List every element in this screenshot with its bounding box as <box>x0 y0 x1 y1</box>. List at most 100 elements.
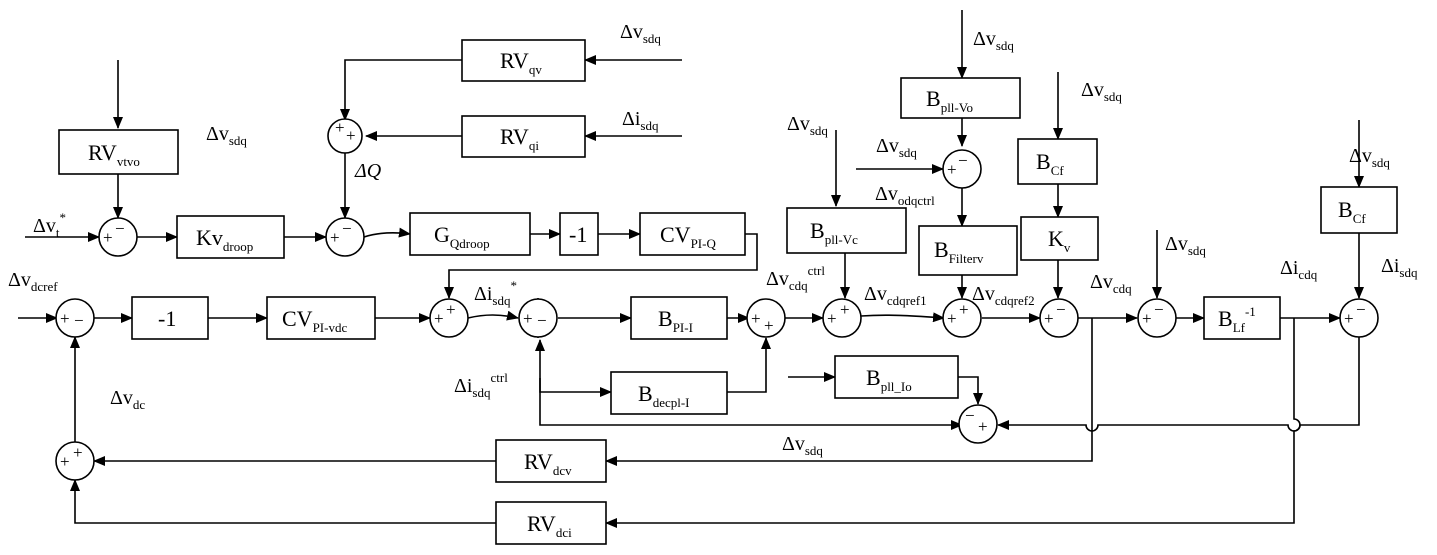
svg-text:BLf-1: BLf-1 <box>1218 304 1256 335</box>
svg-text:Bdecpl-I: Bdecpl-I <box>638 381 690 410</box>
block-rv-dcv: RVdcv <box>495 439 607 483</box>
block-gain-neg-one-q: -1 <box>559 212 599 256</box>
svg-text:Bpll-Vo: Bpll-Vo <box>926 86 973 115</box>
svg-text:GQdroop: GQdroop <box>434 222 490 251</box>
svg-text:-1: -1 <box>158 306 176 331</box>
label-di-sdq: Δisdq <box>1381 255 1418 280</box>
block-main: RV <box>500 48 529 73</box>
block-rv-dci: RVdci <box>495 501 607 545</box>
sum-junction-i-ref: + + <box>429 298 469 338</box>
svg-text:Kv: Kv <box>1048 226 1071 255</box>
sum-junction-is: + − <box>1339 298 1379 338</box>
svg-text:BFilterv: BFilterv <box>934 237 984 266</box>
block-b-lf-inverse: BLf-1 <box>1203 296 1281 340</box>
label-dv-dc: Δvdc <box>110 387 145 412</box>
svg-text:RVdcv: RVdcv <box>524 449 572 478</box>
svg-text:−: − <box>1154 300 1164 319</box>
block-gain-neg-one-dc: -1 <box>131 296 209 340</box>
label-dv-sdq: Δvsdq <box>876 135 917 160</box>
svg-text:+: + <box>60 309 70 328</box>
svg-text:-1: -1 <box>569 222 587 247</box>
label-dv-sdq: Δvsdq <box>787 113 828 138</box>
svg-text:+: + <box>1044 309 1054 328</box>
sum-junction-vc-err: + − <box>1039 298 1079 338</box>
label-dv-sdq: Δvsdq <box>1081 79 1122 104</box>
svg-text:Bpll_Io: Bpll_Io <box>866 365 912 394</box>
signal-labels: Δvsdq Δisdq Δvsdq ΔQ Δvt* Δvdcref Δisdq*… <box>8 21 1418 458</box>
label-dv-odqctrl: Δvodqctrl <box>875 183 935 208</box>
svg-text:+: + <box>330 228 340 247</box>
svg-text:+: + <box>335 118 345 137</box>
svg-text:+: + <box>346 126 356 145</box>
label-dv-dcref: Δvdcref <box>8 269 58 294</box>
svg-text:+: + <box>959 300 969 319</box>
svg-text:+: + <box>947 160 957 179</box>
block-b-pi-i: BPI-I <box>630 296 728 340</box>
label-dv-sdq: Δvsdq <box>782 433 823 458</box>
svg-text:+: + <box>73 443 83 462</box>
label-di-sdq-ctrl: Δisdqctrl <box>454 370 508 400</box>
svg-text:+: + <box>103 228 113 247</box>
block-rv-qi: RVqi <box>461 115 586 158</box>
svg-text:+: + <box>978 417 988 436</box>
signal-lines <box>18 10 1364 528</box>
sum-junction-i-err: + − <box>518 298 558 338</box>
svg-text:−: − <box>74 311 84 330</box>
sum-junction-decpl: + + <box>746 298 786 338</box>
label-dv-cdq: Δvcdq <box>1090 271 1132 296</box>
svg-text:RVqi: RVqi <box>500 124 539 153</box>
svg-text:CVPI-vdc: CVPI-vdc <box>282 306 347 335</box>
svg-text:Kvdroop: Kvdroop <box>196 225 253 254</box>
svg-text:CVPI-Q: CVPI-Q <box>660 222 716 251</box>
svg-text:−: − <box>958 151 968 170</box>
label-di-sdq-star: Δisdq* <box>474 278 517 308</box>
label-dv-cdqref2: Δvcdqref2 <box>972 283 1035 308</box>
label-dv-sdq: Δvsdq <box>206 123 247 148</box>
svg-text:+: + <box>523 309 533 328</box>
sum-junction-vt: + − <box>98 217 138 257</box>
block-b-pll-vc: Bpll-Vc <box>786 207 907 254</box>
sum-junction-vc-ctrl: + + <box>822 298 862 338</box>
block-b-decpl-i: Bdecpl-I <box>610 371 728 415</box>
svg-text:+: + <box>840 300 850 319</box>
sum-junction-vdc: + + <box>55 441 95 481</box>
svg-text:+: + <box>1344 309 1354 328</box>
sum-junction-vo: + − <box>942 149 982 189</box>
label-delta-q: ΔQ <box>354 160 382 182</box>
block-cv-pi-vdc: CVPI-vdc <box>266 296 376 340</box>
label-dv-cdqref1: Δvcdqref1 <box>864 283 927 308</box>
block-rv-qv: RVqv <box>461 39 586 82</box>
label-dv-cdq-ctrl: Δvcdqctrl <box>766 263 825 293</box>
block-b-cf-2: BCf <box>1320 186 1398 234</box>
label-di-cdq: Δicdq <box>1280 257 1318 282</box>
svg-text:−: − <box>342 219 352 238</box>
label-dvt-star: Δvt* <box>33 210 66 240</box>
svg-text:+: + <box>947 309 957 328</box>
svg-text:−: − <box>1356 300 1366 319</box>
svg-text:+: + <box>434 309 444 328</box>
block-b-filterv: BFilterv <box>918 225 1018 276</box>
sum-junction-q-droop: + − <box>325 217 365 257</box>
label-dv-sdq: Δvsdq <box>1165 233 1206 258</box>
sum-junction-vref2: + + <box>942 298 982 338</box>
block-b-cf-1: BCf <box>1017 138 1098 185</box>
block-b-pll-vo: Bpll-Vo <box>900 77 1021 119</box>
svg-text:RVvtvo: RVvtvo <box>88 140 140 169</box>
sum-junction-vs: + − <box>1137 298 1177 338</box>
svg-text:+: + <box>1142 309 1152 328</box>
svg-text:+: + <box>764 316 774 335</box>
svg-text:−: − <box>537 311 547 330</box>
svg-text:BCf: BCf <box>1338 197 1366 226</box>
block-g-qdroop: GQdroop <box>409 212 531 256</box>
svg-text:+: + <box>751 309 761 328</box>
svg-text:BCf: BCf <box>1036 149 1064 178</box>
svg-text:−: − <box>1056 300 1066 319</box>
svg-text:−: − <box>115 219 125 238</box>
svg-text:−: − <box>965 406 975 425</box>
svg-text:RVdci: RVdci <box>527 511 572 540</box>
svg-text:+: + <box>446 300 456 319</box>
block-k-v: Kv <box>1020 216 1099 261</box>
svg-text:+: + <box>60 452 70 471</box>
sum-junction-io: − + <box>958 404 998 444</box>
label-di-sdq: Δisdq <box>622 108 659 133</box>
